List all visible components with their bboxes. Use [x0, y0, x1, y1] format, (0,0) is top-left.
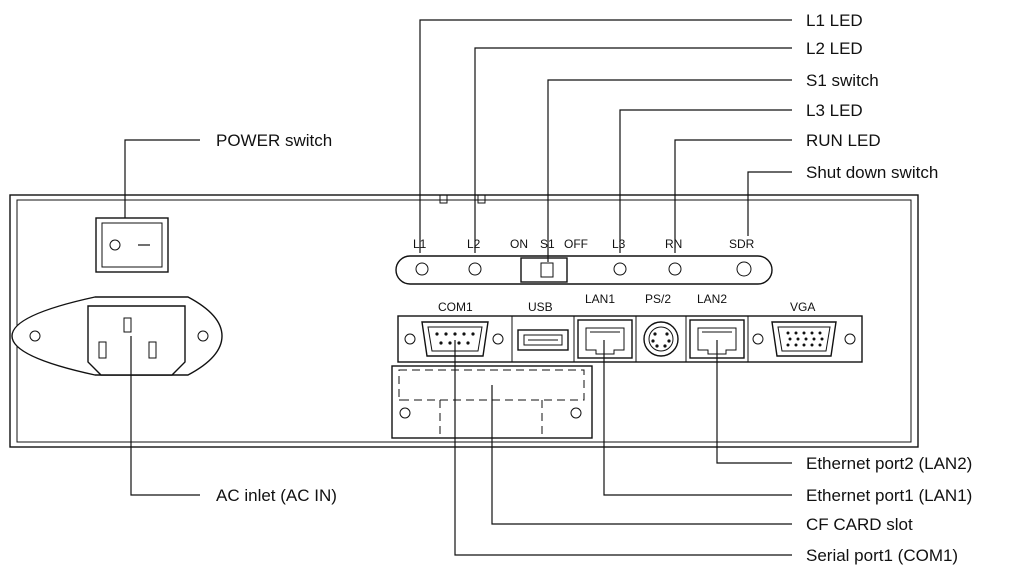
- callout-l2-led: L2 LED: [806, 39, 863, 58]
- callout-serial-port1: Serial port1 (COM1): [806, 546, 958, 565]
- l2-led: [468, 262, 482, 276]
- s1-switch[interactable]: [520, 257, 568, 283]
- vga-port[interactable]: [752, 321, 856, 357]
- l3-led: [613, 262, 627, 276]
- leader-lines: [124, 19, 792, 556]
- com1-port[interactable]: [404, 321, 504, 357]
- label-lan2: LAN2: [697, 292, 727, 306]
- callout-ethernet-port1: Ethernet port1 (LAN1): [806, 486, 972, 505]
- callout-l1-led: L1 LED: [806, 11, 863, 30]
- shutdown-switch[interactable]: [736, 261, 752, 277]
- run-led: [668, 262, 682, 276]
- label-ps2: PS/2: [645, 292, 671, 306]
- power-switch[interactable]: [95, 217, 169, 273]
- label-com1: COM1: [438, 300, 473, 314]
- ac-inlet[interactable]: [11, 296, 223, 376]
- usb-port[interactable]: [517, 329, 569, 351]
- callout-run-led: RUN LED: [806, 131, 881, 150]
- callout-l3-led: L3 LED: [806, 101, 863, 120]
- label-lan1: LAN1: [585, 292, 615, 306]
- callout-ac-inlet: AC inlet (AC IN): [216, 486, 337, 505]
- callout-s1-switch: S1 switch: [806, 71, 879, 90]
- label-on: ON: [510, 237, 528, 251]
- label-rn: RN: [665, 237, 682, 251]
- ps2-port[interactable]: [643, 321, 679, 357]
- label-sdr: SDR: [729, 237, 755, 251]
- label-off: OFF: [564, 237, 588, 251]
- label-usb: USB: [528, 300, 553, 314]
- l1-led: [415, 262, 429, 276]
- led-strip: [395, 255, 773, 285]
- callout-ethernet-port2: Ethernet port2 (LAN2): [806, 454, 972, 473]
- callout-power-switch: POWER switch: [216, 131, 332, 150]
- label-l2: L2: [467, 237, 481, 251]
- label-l3: L3: [612, 237, 626, 251]
- callout-cf-card-slot: CF CARD slot: [806, 515, 913, 534]
- label-vga: VGA: [790, 300, 815, 314]
- lan1-port[interactable]: [577, 319, 633, 359]
- callout-shutdown-switch: Shut down switch: [806, 163, 938, 182]
